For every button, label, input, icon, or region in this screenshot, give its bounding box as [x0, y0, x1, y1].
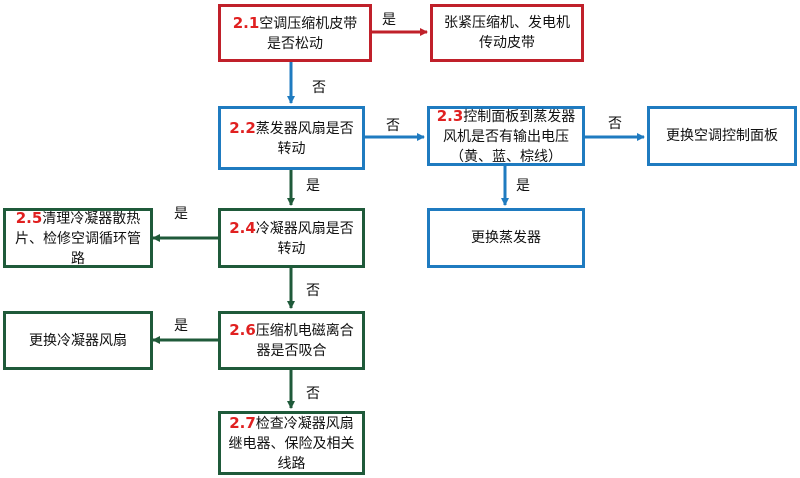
- step-number: 2.6: [229, 321, 256, 339]
- action-replace-condenser-fan: 更换冷凝器风扇: [3, 311, 153, 370]
- edge-label-no: 否: [608, 116, 622, 132]
- edge-label-no: 否: [306, 386, 320, 402]
- action-text: 更换空调控制面板: [666, 128, 778, 144]
- step-2-5-clean-condenser: 2.5清理冷凝器散热片、检修空调循环管路: [3, 208, 153, 268]
- step-2-6-compressor-clutch: 2.6压缩机电磁离合器是否吸合: [218, 311, 365, 370]
- edge-label-yes: 是: [174, 206, 188, 222]
- action-text: 更换蒸发器: [471, 230, 541, 246]
- action-text: 张紧压缩机、发电机传动皮带: [444, 15, 570, 51]
- action-replace-control-panel: 更换空调控制面板: [647, 106, 797, 166]
- edge-label-yes: 是: [306, 178, 320, 194]
- step-2-3-control-panel-voltage: 2.3控制面板到蒸发器风机是否有输出电压（黄、蓝、棕线）: [427, 106, 585, 166]
- step-2-2-evaporator-fan: 2.2蒸发器风扇是否转动: [218, 106, 365, 170]
- step-text: 压缩机电磁离合器是否吸合: [255, 323, 354, 359]
- edge-label-yes: 是: [174, 318, 188, 334]
- step-2-4-condenser-fan: 2.4冷凝器风扇是否转动: [218, 208, 365, 268]
- action-replace-evaporator: 更换蒸发器: [427, 208, 585, 268]
- edge-label-no: 否: [386, 118, 400, 134]
- step-number: 2.5: [15, 208, 43, 227]
- action-text: 更换冷凝器风扇: [29, 332, 127, 349]
- step-text: 控制面板到蒸发器风机是否有输出电压（黄、蓝、棕线）: [443, 108, 576, 165]
- step-text: 检查冷凝器风扇继电器、保险及相关线路: [228, 415, 355, 472]
- action-tension-belt: 张紧压缩机、发电机传动皮带: [430, 4, 584, 62]
- step-number: 2.3: [436, 106, 464, 125]
- step-number: 2.2: [229, 118, 256, 137]
- edge-label-yes: 是: [382, 12, 396, 28]
- step-number: 2.1: [232, 13, 260, 32]
- step-number: 2.7: [229, 413, 256, 432]
- edge-label-no: 否: [306, 283, 320, 299]
- step-2-1-compressor-belt: 2.1空调压缩机皮带是否松动: [218, 4, 372, 62]
- step-text: 清理冷凝器散热片、检修空调循环管路: [15, 210, 141, 267]
- step-2-7-check-relay: 2.7检查冷凝器风扇继电器、保险及相关线路: [218, 411, 365, 475]
- step-text: 冷凝器风扇是否转动: [255, 220, 354, 257]
- step-text: 蒸发器风扇是否转动: [255, 120, 354, 157]
- edge-label-no: 否: [312, 80, 326, 96]
- step-number: 2.4: [229, 218, 256, 237]
- step-text: 空调压缩机皮带是否松动: [259, 15, 358, 52]
- edge-label-yes: 是: [516, 178, 530, 194]
